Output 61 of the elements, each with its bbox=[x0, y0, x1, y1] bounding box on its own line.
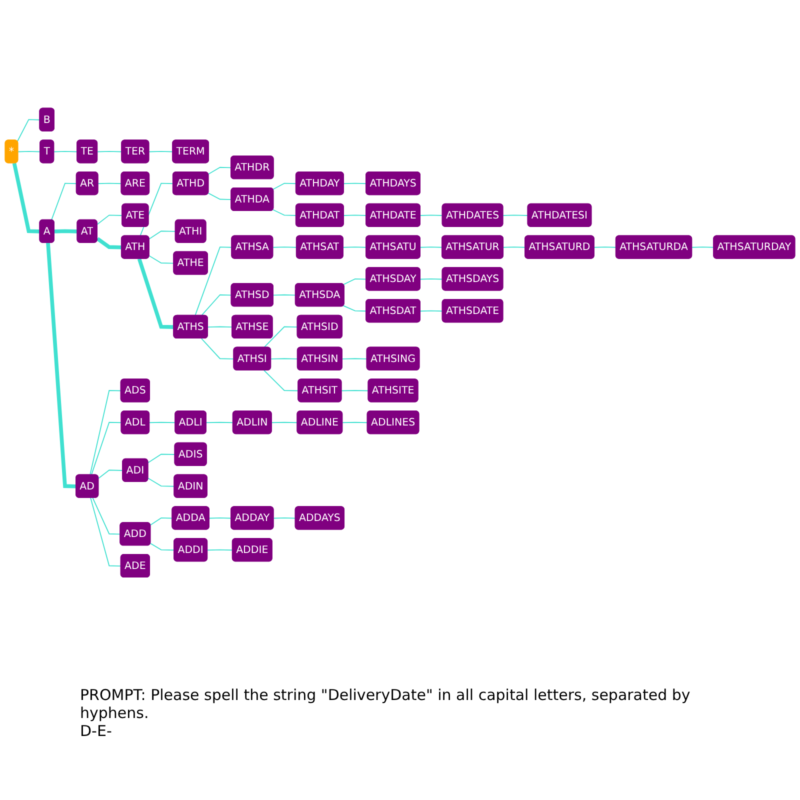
connector bbox=[342, 358, 368, 360]
connector bbox=[148, 478, 175, 488]
connector bbox=[208, 193, 232, 200]
connector bbox=[273, 518, 296, 520]
connector bbox=[208, 518, 232, 520]
connector bbox=[342, 246, 367, 248]
connector bbox=[201, 338, 234, 360]
connector bbox=[92, 498, 121, 535]
connector bbox=[273, 294, 296, 296]
connector bbox=[342, 306, 367, 312]
connector bbox=[150, 518, 173, 526]
connector bbox=[420, 278, 443, 280]
connector bbox=[208, 167, 232, 175]
connector bbox=[342, 422, 368, 424]
connector bbox=[46, 243, 76, 489]
connector bbox=[264, 326, 298, 348]
connector bbox=[90, 498, 122, 567]
connector bbox=[420, 215, 443, 216]
connector bbox=[149, 422, 176, 424]
connector bbox=[148, 454, 176, 464]
connector bbox=[420, 246, 443, 248]
connector bbox=[271, 422, 298, 424]
connector bbox=[343, 183, 367, 184]
answer-text: D-E- bbox=[80, 722, 113, 740]
connector bbox=[90, 422, 122, 476]
prompt-text: PROMPT: Please spell the string "DeliveryDate" in all capital letters, separated by hyphens. bbox=[80, 686, 692, 722]
connector bbox=[502, 215, 528, 216]
connector bbox=[272, 210, 297, 216]
connector bbox=[54, 230, 78, 234]
connector bbox=[341, 390, 369, 392]
connector bbox=[206, 422, 234, 424]
connector bbox=[16, 119, 40, 142]
connector bbox=[420, 310, 443, 312]
connector bbox=[51, 183, 78, 221]
connector bbox=[148, 256, 174, 264]
connector bbox=[148, 151, 174, 153]
connector bbox=[272, 246, 298, 248]
connector bbox=[150, 543, 175, 551]
connector bbox=[342, 278, 367, 286]
connector bbox=[18, 151, 41, 153]
connector bbox=[96, 215, 123, 225]
connector bbox=[90, 390, 122, 476]
connector bbox=[137, 258, 174, 330]
connector bbox=[270, 358, 298, 360]
connector bbox=[692, 246, 714, 248]
connector bbox=[343, 215, 367, 216]
connector bbox=[201, 294, 232, 316]
connector bbox=[12, 163, 40, 234]
connector bbox=[208, 326, 233, 328]
connector bbox=[194, 246, 232, 316]
connector bbox=[54, 151, 78, 153]
connector bbox=[148, 230, 176, 240]
connector bbox=[98, 470, 124, 480]
connector bbox=[207, 550, 234, 551]
connector bbox=[594, 246, 617, 248]
connector bbox=[264, 370, 299, 392]
connector bbox=[98, 183, 122, 184]
connector bbox=[96, 237, 122, 250]
connector bbox=[503, 246, 526, 248]
connector bbox=[97, 151, 122, 153]
connector bbox=[272, 183, 297, 190]
